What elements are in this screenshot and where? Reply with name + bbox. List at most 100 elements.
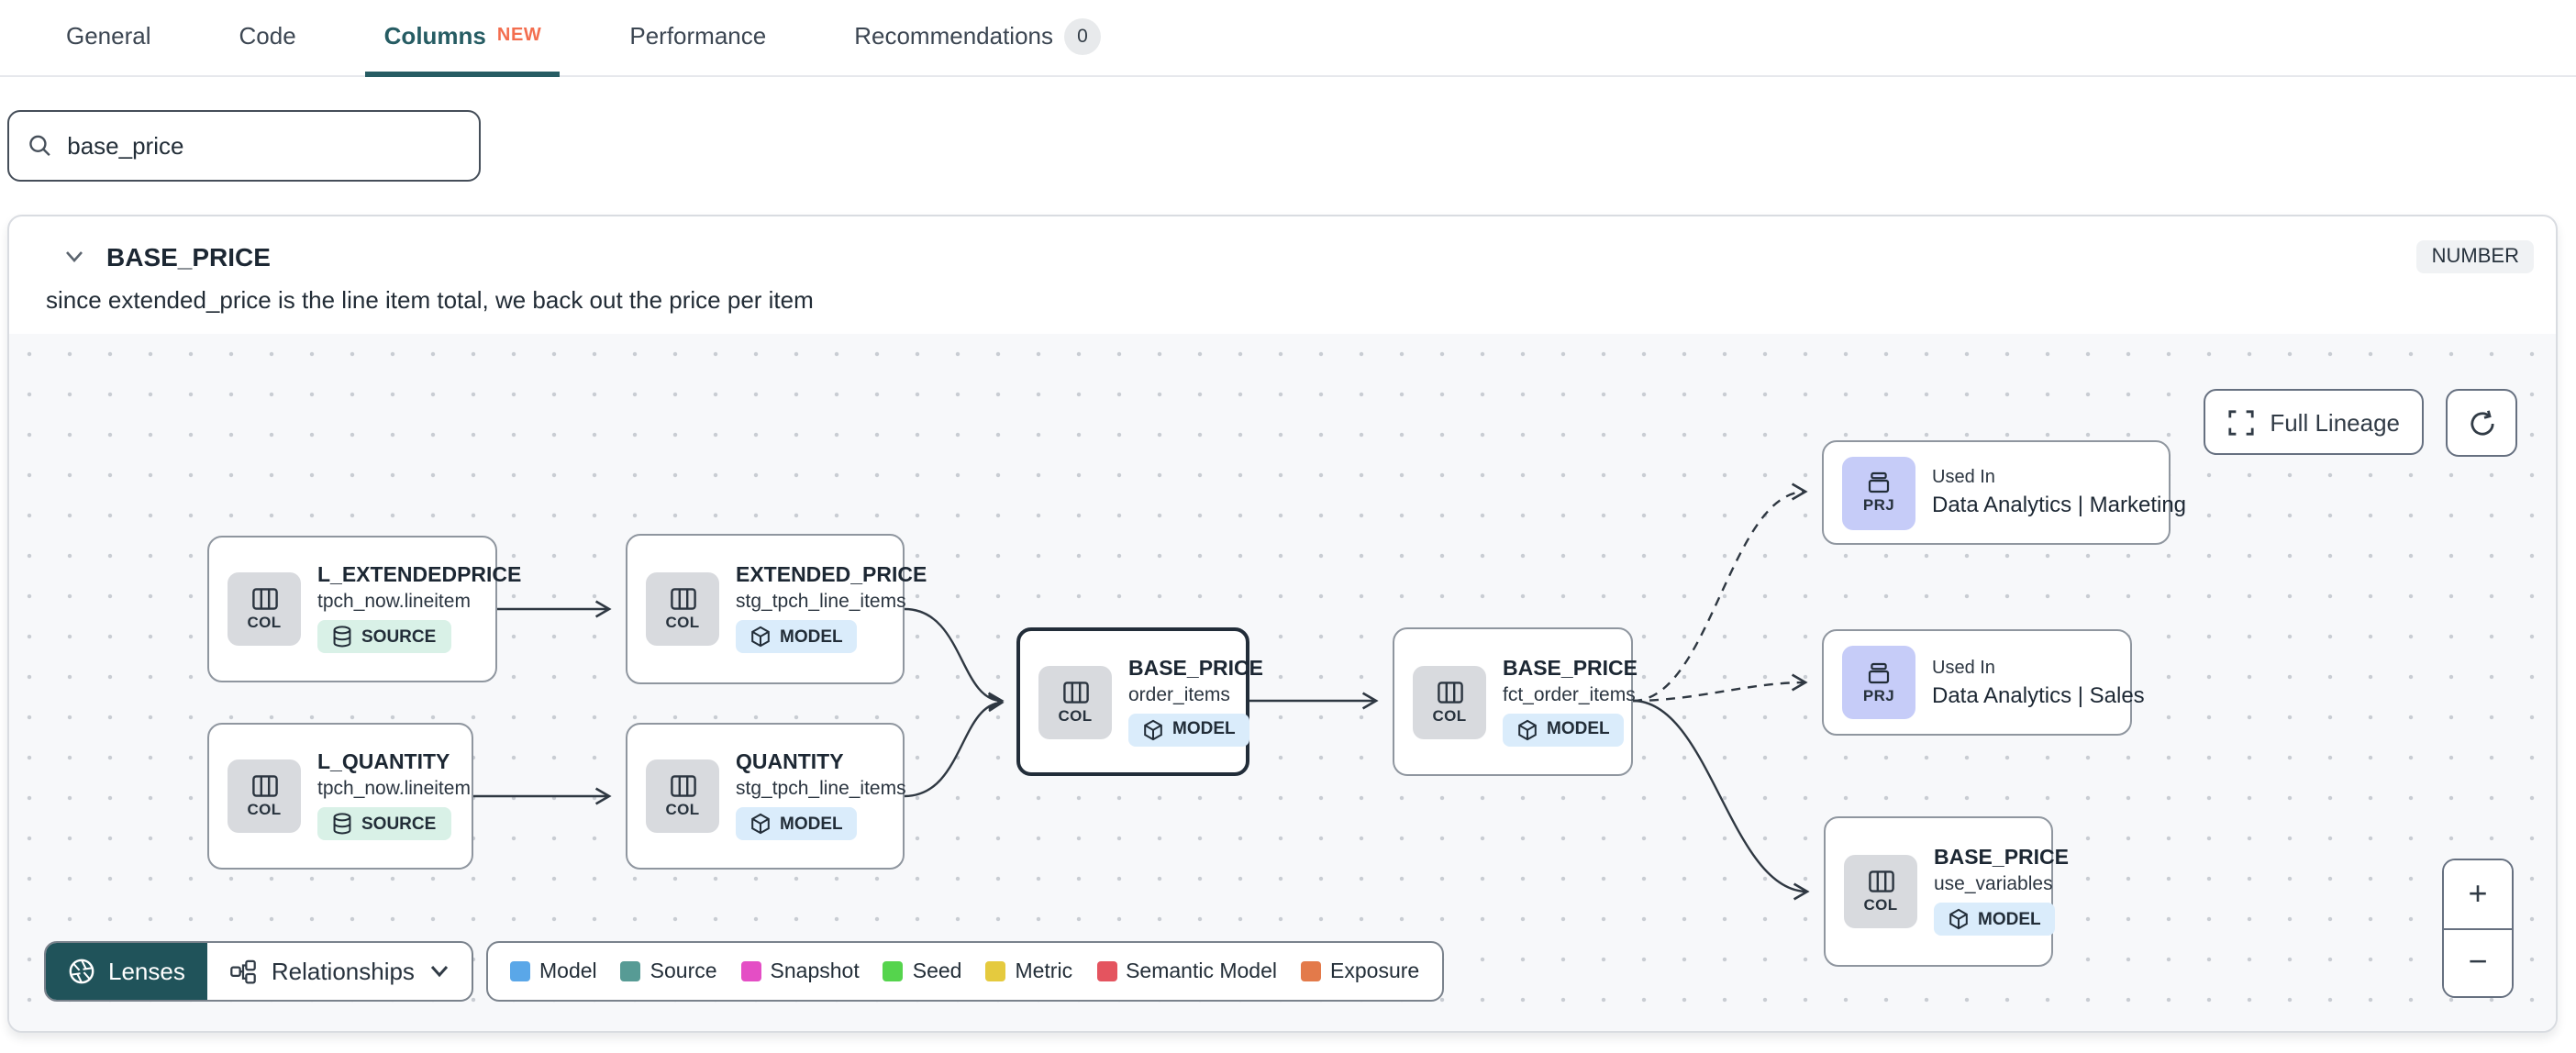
chip-label: COL <box>247 800 282 818</box>
node-subtitle: tpch_now.lineitem <box>317 778 471 800</box>
legend-item-source: Source <box>620 960 717 982</box>
node-l-quantity[interactable]: COL L_QUANTITY tpch_now.lineitem SOURCE <box>207 723 473 870</box>
chip-label: COL <box>665 800 700 818</box>
archive-icon <box>1868 661 1890 683</box>
recommendations-count-badge: 0 <box>1064 17 1101 54</box>
badge-label: SOURCE <box>361 626 437 647</box>
legend-item-exposure: Exposure <box>1301 960 1419 982</box>
node-base-price-order-items[interactable]: COL BASE_PRICE order_items MODEL <box>1016 627 1263 776</box>
lineage-canvas[interactable]: COL L_EXTENDEDPRICE tpch_now.lineitem SO… <box>9 334 2556 1031</box>
node-base-price-use-variables[interactable]: COL BASE_PRICE use_variables MODEL <box>1824 816 2069 967</box>
chevron-down-icon[interactable] <box>64 249 84 264</box>
legend-swatch <box>985 961 1006 981</box>
chip-label: COL <box>1863 895 1898 914</box>
chip-label: PRJ <box>1862 685 1895 704</box>
node-subtitle: stg_tpch_line_items <box>736 591 906 613</box>
tab-general[interactable]: General <box>48 0 170 77</box>
project-chip: PRJ <box>1842 456 1915 529</box>
column-type-badge: NUMBER <box>2416 240 2534 273</box>
badge-label: MODEL <box>780 814 843 834</box>
badge-label: MODEL <box>1547 719 1610 739</box>
columns-icon <box>670 588 695 610</box>
column-chip: COL <box>1844 855 1917 928</box>
full-lineage-button[interactable]: Full Lineage <box>2204 389 2424 455</box>
node-subtitle: stg_tpch_line_items <box>736 778 906 800</box>
tab-columns[interactable]: Columns NEW <box>365 0 561 77</box>
zoom-out-button[interactable]: − <box>2444 929 2512 996</box>
column-chip: COL <box>1413 665 1486 738</box>
search-icon <box>29 135 50 157</box>
model-badge: MODEL <box>1934 903 2056 936</box>
refresh-button[interactable] <box>2446 389 2517 457</box>
tab-recommendations-label: Recommendations <box>854 22 1053 50</box>
node-title: BASE_PRICE <box>1128 658 1263 680</box>
cube-icon <box>1144 718 1162 740</box>
node-subtitle: tpch_now.lineitem <box>317 591 471 613</box>
model-badge: MODEL <box>1128 713 1250 746</box>
column-chip: COL <box>646 759 719 833</box>
relationships-label: Relationships <box>271 958 415 985</box>
legend-swatch <box>510 961 530 981</box>
archive-icon <box>1868 471 1890 493</box>
relationships-icon <box>230 959 256 983</box>
node-subtitle: order_items <box>1128 683 1230 705</box>
node-title: Data Analytics | Marketing <box>1932 492 2187 517</box>
tab-performance[interactable]: Performance <box>611 0 784 77</box>
legend-swatch <box>740 961 761 981</box>
legend-swatch <box>1096 961 1117 981</box>
node-title: L_QUANTITY <box>317 752 450 774</box>
model-badge: MODEL <box>736 620 858 653</box>
columns-icon <box>1062 681 1088 703</box>
database-icon <box>333 813 351 835</box>
refresh-icon <box>2470 409 2493 435</box>
chip-label: COL <box>665 613 700 631</box>
zoom-control: + − <box>2442 859 2514 998</box>
node-quantity[interactable]: COL QUANTITY stg_tpch_line_items MODEL <box>626 723 906 870</box>
badge-label: SOURCE <box>361 814 437 834</box>
chip-label: PRJ <box>1862 495 1895 514</box>
lenses-toolbar: Lenses Relationships <box>44 941 473 1002</box>
tab-performance-label: Performance <box>629 22 767 50</box>
cube-icon <box>1949 908 1968 930</box>
tab-code[interactable]: Code <box>221 0 315 77</box>
column-panel-header: BASE_PRICE NUMBER <box>9 216 2556 275</box>
legend-swatch <box>1301 961 1322 981</box>
columns-icon <box>1437 681 1462 703</box>
relationships-dropdown[interactable]: Relationships <box>207 943 472 1000</box>
chip-label: COL <box>1058 705 1093 724</box>
zoom-in-button[interactable]: + <box>2444 860 2512 929</box>
chip-label: COL <box>247 613 282 631</box>
source-badge: SOURCE <box>317 620 451 653</box>
columns-icon <box>670 775 695 797</box>
lenses-button[interactable]: Lenses <box>46 943 207 1000</box>
column-search <box>7 110 481 182</box>
database-icon <box>333 626 351 648</box>
node-title: BASE_PRICE <box>1934 848 2069 870</box>
node-base-price-fct-order-items[interactable]: COL BASE_PRICE fct_order_items MODEL <box>1393 627 1638 776</box>
lineage-edges <box>473 482 1810 901</box>
search-input[interactable] <box>67 132 461 160</box>
lenses-label: Lenses <box>108 958 185 985</box>
columns-icon <box>251 775 277 797</box>
node-title: BASE_PRICE <box>1503 658 1638 680</box>
tab-code-label: Code <box>239 22 296 50</box>
node-used-in-sales[interactable]: PRJ Used In Data Analytics | Sales <box>1822 629 2145 736</box>
column-chip: COL <box>228 759 301 833</box>
tab-recommendations[interactable]: Recommendations 0 <box>836 0 1119 77</box>
aperture-icon <box>69 959 94 984</box>
node-l-extendedprice[interactable]: COL L_EXTENDEDPRICE tpch_now.lineitem SO… <box>207 536 521 682</box>
cube-icon <box>751 626 770 648</box>
node-title: QUANTITY <box>736 752 844 774</box>
badge-label: MODEL <box>1172 719 1236 739</box>
node-extended-price[interactable]: COL EXTENDED_PRICE stg_tpch_line_items M… <box>626 534 927 684</box>
node-used-in-marketing[interactable]: PRJ Used In Data Analytics | Marketing <box>1822 440 2186 545</box>
cube-icon <box>751 813 770 835</box>
cube-icon <box>1518 718 1537 740</box>
source-badge: SOURCE <box>317 807 451 840</box>
chevron-down-icon <box>430 966 449 978</box>
node-subtitle: use_variables <box>1934 873 2053 895</box>
tab-bar: General Code Columns NEW Performance Rec… <box>0 0 2576 77</box>
columns-icon <box>251 588 277 610</box>
badge-label: MODEL <box>780 626 843 647</box>
used-in-label: Used In <box>1932 658 1995 678</box>
